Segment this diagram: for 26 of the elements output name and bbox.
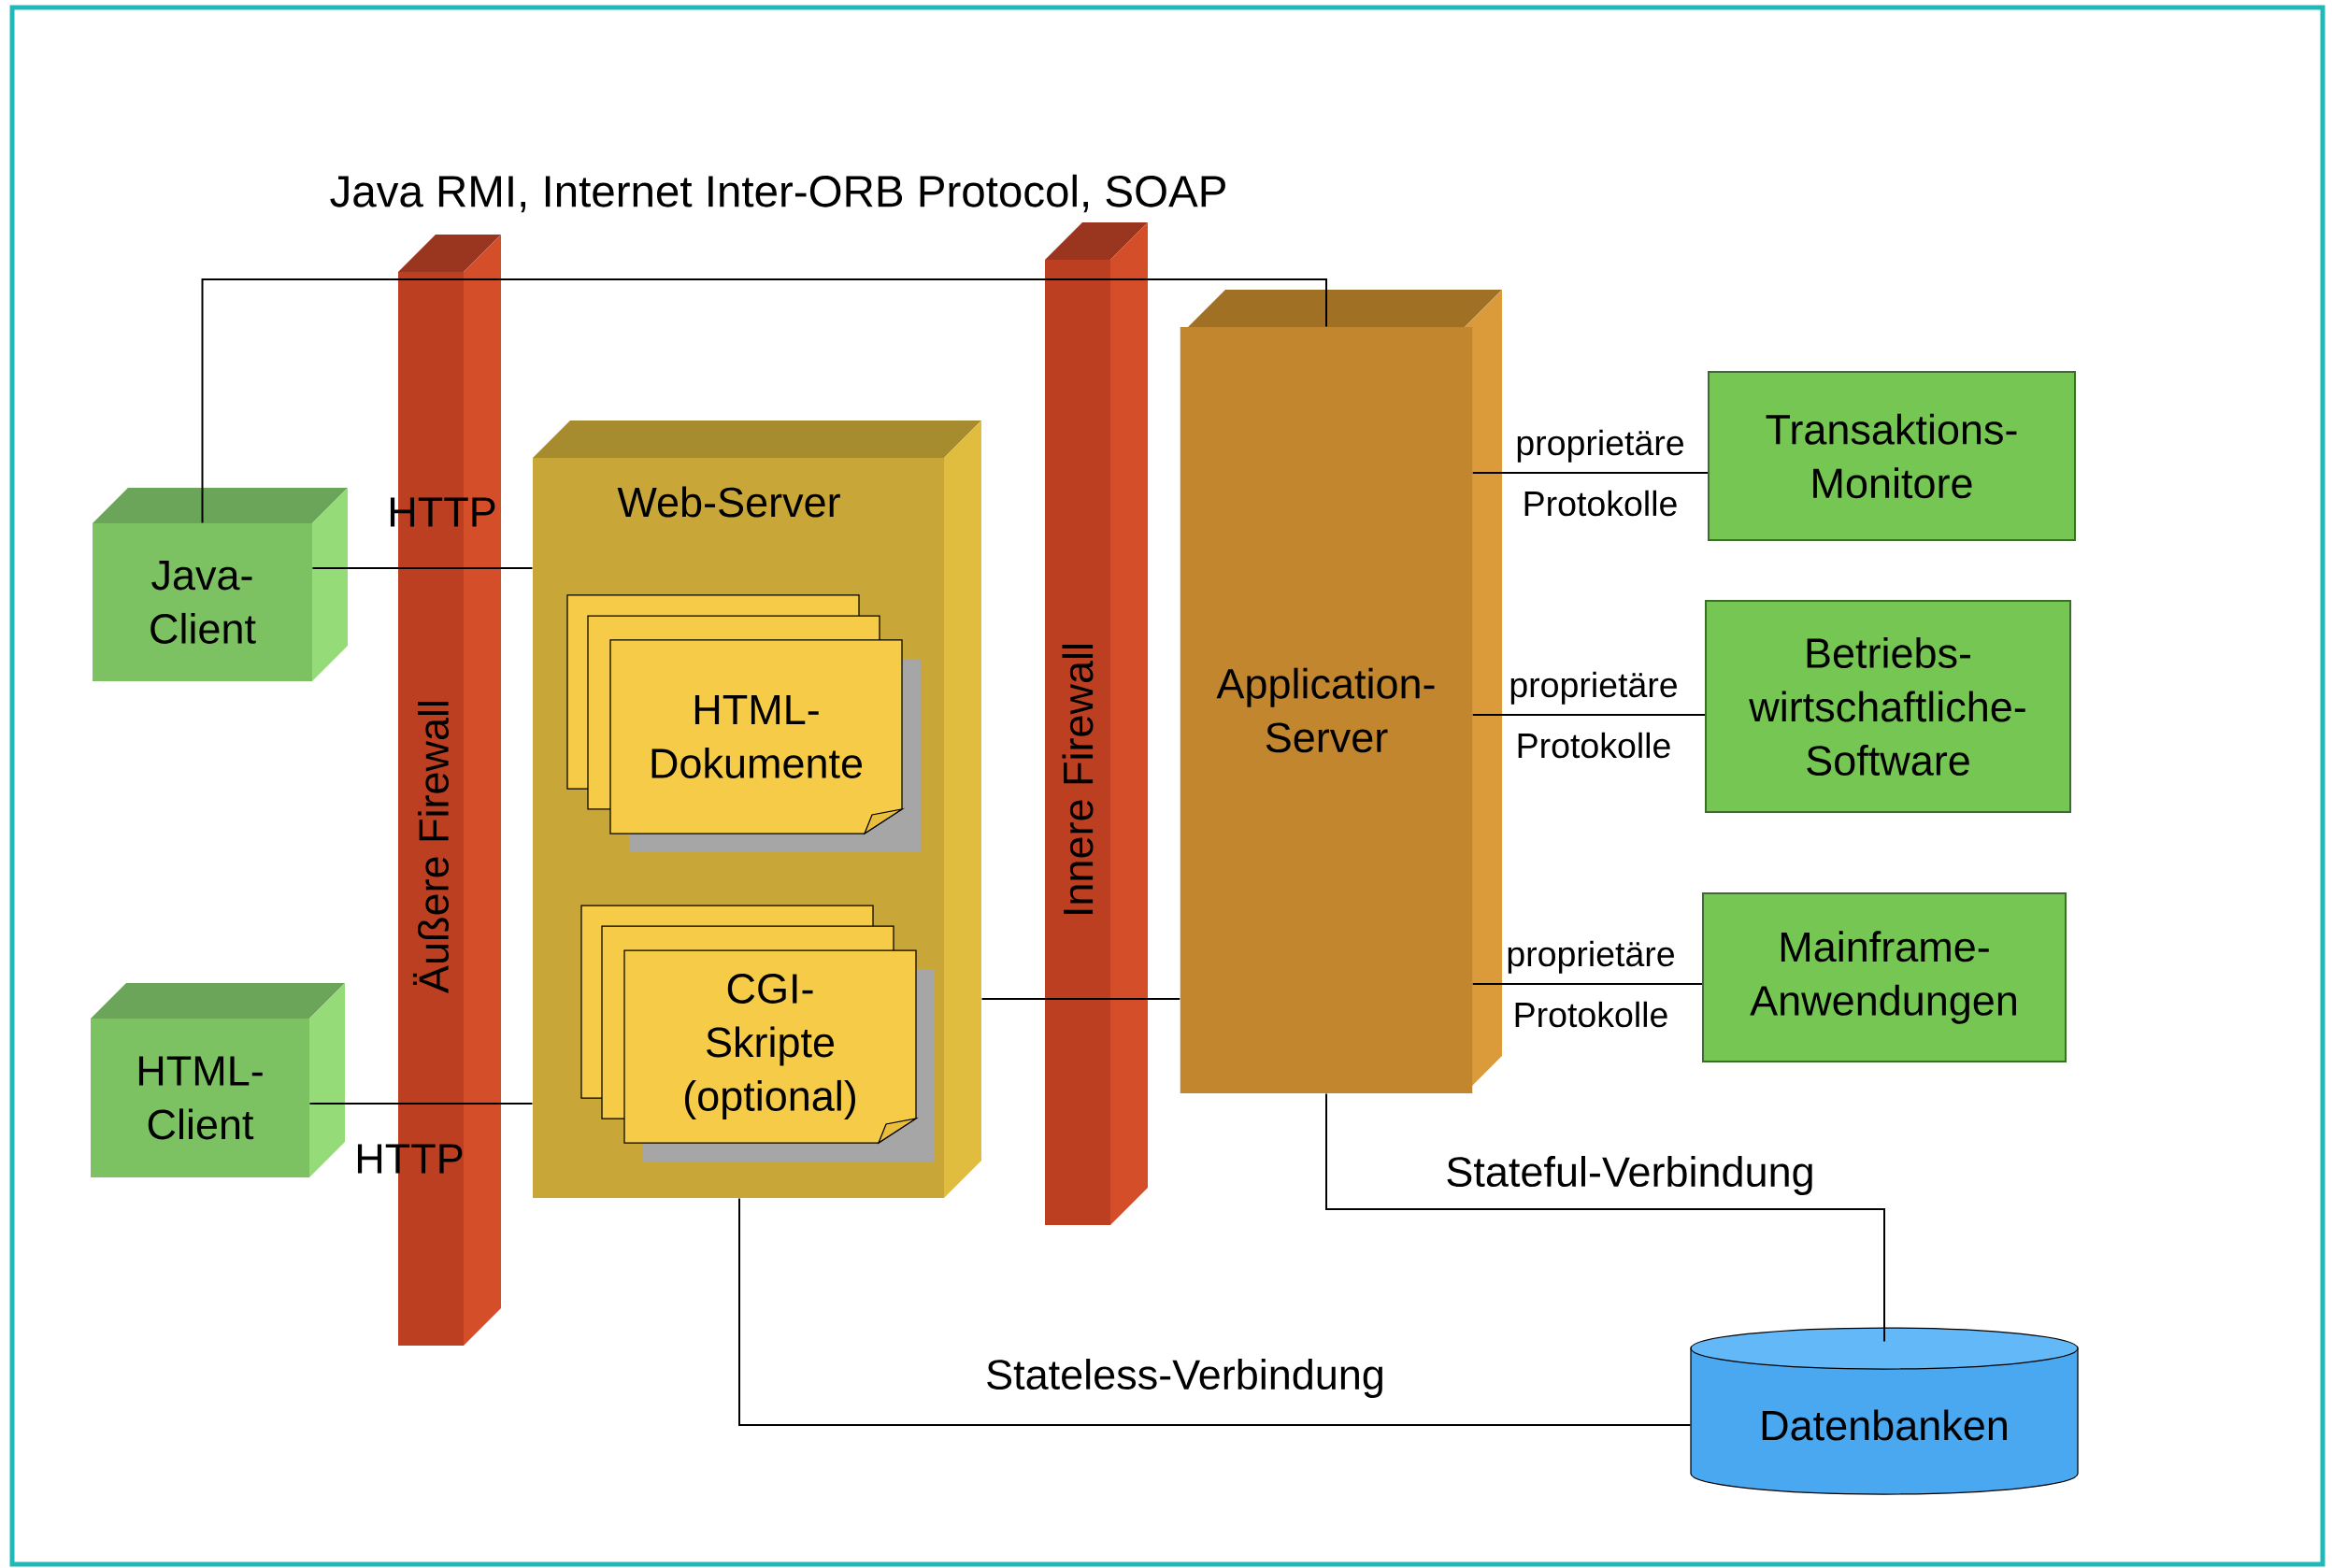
connector-line: [1471, 714, 1706, 716]
client-cube: Java- Client: [93, 488, 348, 681]
edge-label: proprietäre Protokolle: [1517, 429, 1683, 517]
system-box: Betriebs- wirtschaftliche- Software: [1705, 600, 2071, 813]
edge-label: Stateless-Verbindung: [987, 1359, 1382, 1398]
client-cube: HTML- Client: [91, 983, 345, 1177]
edge-label: Stateful-Verbindung: [1447, 1156, 1812, 1195]
edge-label: proprietäre Protokolle: [1508, 940, 1674, 1028]
server-block: Application- Server: [1180, 290, 1502, 1093]
database-cylinder: Datenbanken: [1690, 1327, 2079, 1495]
connector-line: [738, 1197, 1692, 1426]
connector-line: [311, 567, 534, 569]
system-box: Mainframe- Anwendungen: [1702, 892, 2067, 1062]
connector-line: [1471, 472, 1709, 474]
system-box: Transaktions- Monitore: [1708, 371, 2076, 541]
connector-line: [201, 278, 1327, 524]
edge-label: proprietäre Protokolle: [1510, 671, 1677, 759]
connector-line: [308, 1103, 534, 1105]
firewall-label: Äußere Firewall: [412, 702, 450, 993]
document-stack: CGI- Skripte (optional): [580, 905, 935, 1162]
edge-label: Java RMI, Internet Inter-ORB Protocol, SOAP: [330, 174, 1225, 213]
firewall-label: Innere Firewall: [1062, 645, 1094, 914]
document-stack: HTML- Dokumente: [566, 594, 921, 852]
connector-line: [1325, 1092, 1885, 1343]
connector-line: [980, 998, 1181, 1000]
connector-line: [1471, 983, 1703, 985]
